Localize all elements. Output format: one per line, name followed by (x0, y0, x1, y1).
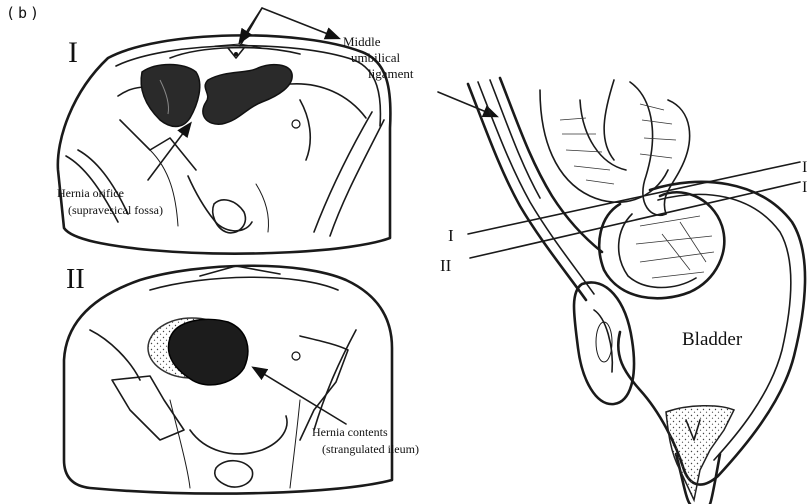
hernia-contents-label: Hernia contents (strangulated ileum) (312, 425, 419, 456)
sagittal-view: Bladder (468, 78, 805, 504)
sagittal-middle-umbilical-ligament (500, 78, 602, 252)
section-i-hernia-sac-left (141, 65, 200, 127)
section-line-ii-left-label: II (440, 256, 452, 275)
middle-umbilical-ligament-label: Middle umbilical ligament (343, 34, 414, 81)
section-line-i (468, 162, 800, 234)
section-i-hernia-sac-right (203, 65, 292, 125)
callout-middle-umbilical-ligament: Middle umbilical ligament (240, 8, 496, 116)
bladder-label: Bladder (682, 329, 743, 350)
cross-section-ii: II (64, 264, 392, 494)
section-line-ii (470, 182, 800, 258)
sagittal-abdominal-wall (468, 84, 586, 300)
section-ii-label: II (66, 264, 85, 295)
section-i-label: I (68, 36, 78, 69)
section-lines: I II I I (440, 159, 807, 275)
panel-label: (b) (6, 4, 42, 22)
cross-section-i: I (58, 35, 391, 253)
section-line-i-left-label: I (448, 226, 454, 245)
section-line-i-right-label: I (802, 159, 807, 176)
hernia-orifice-label: Hernia orifice (supravesical fossa) (57, 186, 163, 217)
section-i-body-outline (58, 35, 391, 253)
sagittal-pubic-bone (574, 282, 634, 404)
section-line-ii-right-label: I (802, 179, 807, 196)
